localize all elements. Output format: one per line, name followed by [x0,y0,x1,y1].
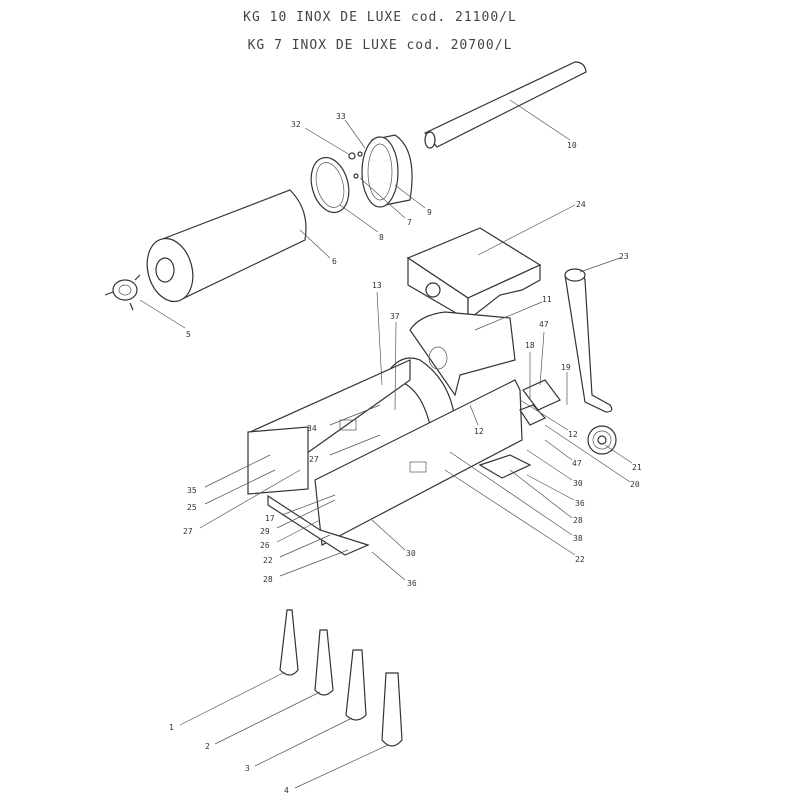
piston [361,134,413,208]
title-kg7: KG 7 INOX DE LUXE cod. 20700/L [247,38,513,53]
leader-line [449,451,573,536]
leader-line [199,469,301,529]
label-36: 36 [407,579,417,588]
label-23: 23 [619,252,629,261]
leader-line [279,549,349,577]
label-28: 28 [573,516,583,525]
leader-line [276,499,336,529]
label-20: 20 [630,480,640,489]
cap-nut [104,274,141,311]
label-9: 9 [427,208,432,217]
leader-line [281,494,336,516]
label-12: 12 [568,430,578,439]
label-35: 35 [187,486,197,495]
leader-line [477,204,576,256]
leader-line [509,469,573,519]
label-30: 30 [406,549,416,558]
label-37: 37 [390,312,400,321]
label-13: 13 [372,281,382,290]
leader-line [371,551,406,581]
label-22: 22 [263,556,273,565]
leader-line [444,469,576,556]
label-1: 1 [169,723,174,732]
leader-line [179,671,286,726]
leader-line [376,291,383,386]
label-47: 47 [572,459,582,468]
cylinder [146,189,307,303]
piston-rod [424,61,587,149]
leader-line [276,519,321,543]
leader-line [359,177,406,219]
label-18: 18 [525,341,535,350]
label-21: 21 [632,463,642,472]
leader-lines [139,99,633,789]
label-36: 36 [575,499,585,508]
leader-line [604,444,633,464]
label-27: 27 [309,455,319,464]
leader-line [329,404,381,426]
label-24: 24 [576,200,586,209]
leader-line [344,119,366,149]
top-cover [406,227,542,322]
leader-line [579,257,621,273]
label-38: 38 [573,534,583,543]
label-10: 10 [567,141,577,150]
label-32: 32 [291,120,301,129]
leader-line [339,204,379,233]
leader-line [214,691,321,745]
leader-line [279,534,331,558]
leader-line [394,321,397,411]
label-33: 33 [336,112,346,121]
gear [519,379,617,455]
label-19: 19 [561,363,571,372]
label-22: 22 [575,555,585,564]
label-17: 17 [265,514,275,523]
label-47: 47 [539,320,549,329]
label-28: 28 [263,575,273,584]
label-2: 2 [205,742,210,751]
label-30: 30 [573,479,583,488]
label-7: 7 [407,218,412,227]
leader-line [526,449,573,481]
screws [348,151,363,179]
leader-line [544,424,631,483]
label-12: 12 [474,427,484,436]
leader-line [474,301,543,331]
leader-line [394,184,426,209]
label-4: 4 [284,786,289,795]
leader-line [139,299,186,329]
title-kg10: KG 10 INOX DE LUXE cod. 21100/L [243,10,517,25]
leader-line [509,99,571,141]
crank-handle [564,268,613,413]
label-8: 8 [379,233,384,242]
leader-line [329,434,381,456]
leader-line [539,331,545,386]
leader-line [204,469,276,505]
leader-line [299,229,331,259]
funnels [279,609,403,747]
label-29: 29 [260,527,270,536]
label-25: 25 [187,503,197,512]
leader-line [526,474,575,501]
label-27: 27 [183,527,193,536]
leader-line [304,127,351,156]
leader-line [469,404,479,426]
label-26: 26 [260,541,270,550]
label-6: 6 [332,257,337,266]
gasket-ring [310,156,350,214]
leader-line [371,519,406,551]
label-34: 34 [307,424,317,433]
label-3: 3 [245,764,250,773]
label-11: 11 [542,295,552,304]
leader-line [294,744,389,789]
leader-line [519,399,569,431]
leader-line [254,717,353,767]
leader-line [544,439,573,461]
label-5: 5 [186,330,191,339]
leader-line [204,454,271,488]
